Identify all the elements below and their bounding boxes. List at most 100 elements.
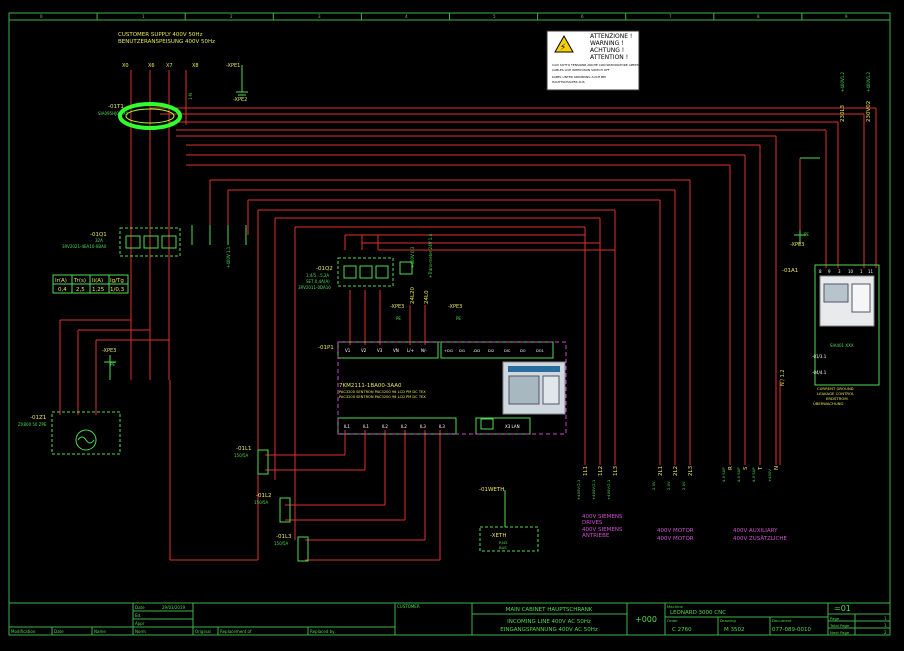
meter-term-v2: V2 bbox=[361, 348, 367, 353]
settings-v-ii: 1,25 bbox=[92, 287, 105, 293]
col-1: 1 bbox=[142, 14, 145, 19]
leakage-relay-image bbox=[819, 275, 875, 327]
aux-out-24l0: 24L0 bbox=[424, 290, 430, 304]
meter-di-3: -DI2 bbox=[473, 349, 480, 353]
tb-location: +000 bbox=[635, 615, 657, 624]
meter-di-4: DI2 bbox=[488, 349, 494, 353]
ct-tag: -01T1 bbox=[108, 104, 124, 110]
drives-label-de: 400V SIEMENS bbox=[582, 527, 623, 533]
pe-term-2: -XPE3 bbox=[448, 304, 462, 310]
filter-tag: -01Z1 bbox=[30, 415, 46, 421]
drives-1l3: 1L3 bbox=[613, 465, 619, 476]
leakage-pe: -XPE3 bbox=[790, 242, 804, 248]
settings-v-ig: 1/0,3 bbox=[110, 287, 125, 293]
motor-2l2: 2L2 bbox=[673, 466, 679, 476]
tb-sub-de: EINGANGSPANNUNG 400V AC 50Hz bbox=[500, 627, 598, 633]
col-4: 4 bbox=[405, 14, 408, 19]
main-switch-tag: -01Q1 bbox=[90, 232, 107, 238]
power-wiring bbox=[59, 70, 877, 561]
supply-title-de: BENUTZERANSPEISUNG 400V 50Hz bbox=[118, 39, 215, 45]
tb-total-value: 1 bbox=[884, 623, 887, 628]
tb-draw-label: Drawing bbox=[720, 618, 736, 623]
motor-label-de: 400V MOTOR bbox=[657, 536, 694, 542]
eth-sub-2: BUS bbox=[499, 545, 507, 550]
motor-sub-2: 2.0V bbox=[666, 481, 671, 490]
tb-doc-label: Document bbox=[772, 618, 792, 623]
current-transformer-toroid bbox=[118, 102, 182, 130]
meter-il3a: IL3 bbox=[420, 424, 426, 429]
drives-1l1: 1L1 bbox=[583, 466, 589, 476]
leakage-pin-11: 11 bbox=[868, 269, 874, 274]
output-230v02-sub: +400V1.2 bbox=[866, 71, 871, 92]
tb-page-label: Page bbox=[830, 616, 840, 621]
tb-original: Original bbox=[195, 629, 211, 634]
leakage-pin-9: 9 bbox=[828, 269, 831, 274]
aux-n: N bbox=[774, 466, 780, 470]
col-9: 9 bbox=[845, 14, 848, 19]
tb-title: MAIN CABINET HAUPTSCHRANK bbox=[506, 607, 593, 613]
col-3: 3 bbox=[318, 14, 321, 19]
aux-label-en: 400V AUXILIARY bbox=[733, 528, 778, 534]
filter-code: ZX800 50 ZPE bbox=[18, 422, 47, 427]
tb-name-col: Name bbox=[94, 629, 106, 634]
tb-next-label: Next Page bbox=[830, 630, 850, 635]
meter-tag: -01P1 bbox=[318, 345, 334, 351]
aux-r: R bbox=[728, 466, 734, 470]
warning-line-1: ATTENZIONE ! bbox=[590, 33, 632, 40]
meter-term-v3: V3 bbox=[377, 348, 383, 353]
settings-h-ig: Ig/Tg bbox=[110, 278, 124, 284]
aux-sub-3: 4.0 SUP bbox=[751, 467, 756, 482]
meter-code: 7KM2111-1BA00-3AA0 bbox=[339, 383, 402, 389]
output-230v02: 230V02 bbox=[866, 101, 872, 122]
aux-label-de: 400V ZUSÄTZLICHE bbox=[733, 535, 788, 542]
motor-sub-1: 2.0V bbox=[651, 481, 656, 490]
ct2-code: 150/5A bbox=[254, 500, 269, 505]
meter-il3b: IL3 bbox=[439, 424, 445, 429]
leakage-contact-1: -01/3.1 bbox=[812, 354, 827, 359]
tb-machine-label: Machine bbox=[667, 604, 684, 609]
drives-sub-2: +400V/2.1 bbox=[591, 479, 596, 500]
settings-h-ii: Ii(A) bbox=[92, 278, 103, 284]
meter-lan: X3 LAN bbox=[505, 424, 520, 429]
warning-small-1: CAVI SOTTO TENSIONE ANCHE CON SEZIONATOR… bbox=[552, 63, 641, 67]
main-switch-code: 3RV2021-4EA10-0BA0 bbox=[62, 244, 107, 249]
leakage-cap-3: ERDSTROM bbox=[826, 396, 848, 401]
tb-appr-label: Appr bbox=[135, 621, 145, 626]
eth-tag: -XETH bbox=[490, 533, 506, 539]
meter-device-image bbox=[502, 361, 566, 415]
warning-line-3: ACHTUNG ! bbox=[590, 47, 624, 54]
ct3-tag: -01L3 bbox=[276, 534, 292, 540]
aux-s: S bbox=[743, 466, 749, 470]
tb-next-value: 2 bbox=[884, 630, 887, 635]
main-switch-rating: 32A bbox=[95, 238, 103, 243]
meter-il1b: IL1 bbox=[363, 424, 369, 429]
meter-desc-1: PAC3200 SENTRON PAC3200 96 LCD PM DC TEX bbox=[339, 390, 426, 394]
leakage-cap-4: ÜBERWACHUNG bbox=[813, 401, 843, 406]
motor-2l3: 2L3 bbox=[688, 465, 694, 476]
aux-sub-2: 4.0 SUP bbox=[736, 467, 741, 482]
pe2-label: -XPE2 bbox=[233, 97, 247, 103]
tb-order-label: Order bbox=[667, 618, 678, 623]
meter-term-n: N/- bbox=[421, 348, 427, 353]
drives-sub-1: +400V/2.1 bbox=[576, 479, 581, 500]
aux-breaker-line1: 3,4/5...5,2A bbox=[306, 273, 329, 278]
terminal-x0: X0 bbox=[122, 63, 129, 69]
device-symbols bbox=[51, 65, 880, 562]
aux-breaker-line3: 3RV2011-0DA10 bbox=[298, 285, 331, 290]
meter-di-1: +DI1 bbox=[444, 349, 453, 353]
meter-term-v1: V1 bbox=[345, 348, 351, 353]
aux-sub-1: 4.0 SUP bbox=[721, 467, 726, 482]
aux-t: T bbox=[758, 466, 764, 471]
terminal-x7: X7 bbox=[166, 63, 173, 69]
pe-sub-1: PE bbox=[396, 316, 401, 321]
leakage-tag: -01A1 bbox=[782, 268, 798, 274]
col-2: 2 bbox=[230, 14, 233, 19]
terminal-x6: X6 bbox=[148, 63, 155, 69]
aux-note-2: +Trans-meter 24V 1.4 bbox=[428, 233, 433, 278]
settings-v-ir: 0,4 bbox=[58, 287, 67, 293]
drives-sub-3: +400V/2.1 bbox=[606, 479, 611, 500]
meter-desc-2: PAC3200 SENTRON PAC3200 96 LCD PM DC TEX bbox=[339, 395, 426, 399]
ct3-code: 150/5A bbox=[274, 541, 289, 546]
motor-label-en: 400V MOTOR bbox=[657, 528, 694, 534]
